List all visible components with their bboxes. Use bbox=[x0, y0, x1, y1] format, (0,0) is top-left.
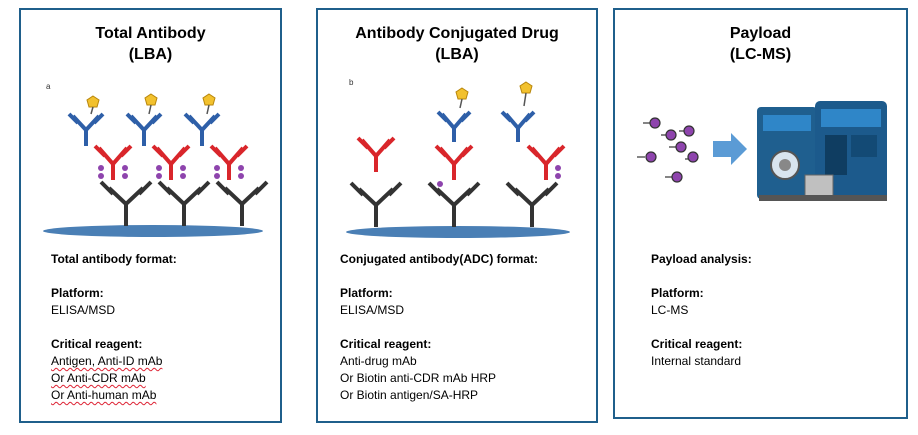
assay-unit-3 bbox=[500, 81, 566, 227]
arrow-icon bbox=[713, 133, 747, 165]
total-antibody-assay-diagram bbox=[43, 93, 269, 237]
platform-value: ELISA/MSD bbox=[51, 303, 116, 317]
total-antibody-panel: Total Antibody (LBA) a bbox=[19, 8, 282, 423]
label-tag bbox=[86, 95, 100, 108]
lcms-instrument-icon bbox=[757, 101, 887, 201]
detection-antibody bbox=[67, 112, 105, 146]
payload-molecules bbox=[637, 117, 699, 183]
adc-assay-diagram bbox=[346, 81, 570, 238]
conjugated-drug-panel: Antibody Conjugated Drug (LBA) b bbox=[316, 8, 598, 423]
title-line-2: (LBA) bbox=[435, 46, 479, 63]
assay-unit-1 bbox=[67, 95, 153, 226]
format-heading: Total antibody format: bbox=[51, 252, 177, 266]
drug-antibody bbox=[356, 136, 396, 172]
reagent-heading: Critical reagent: bbox=[340, 337, 432, 351]
assay-unit-2 bbox=[427, 87, 481, 227]
title-line-2: (LC-MS) bbox=[729, 46, 792, 63]
reagent-item: Anti-drug mAb bbox=[340, 354, 417, 368]
format-heading: Payload analysis: bbox=[651, 252, 752, 266]
reagent-item: Or Anti-human mAb bbox=[51, 388, 157, 402]
platform-heading: Platform: bbox=[651, 286, 704, 300]
reagent-item: Or Biotin antigen/SA-HRP bbox=[340, 388, 479, 402]
figure-label: b bbox=[349, 78, 354, 87]
assay-unit-2 bbox=[125, 93, 211, 226]
plate-surface bbox=[346, 226, 570, 238]
platform-value: ELISA/MSD bbox=[340, 303, 405, 317]
figure-label: a bbox=[46, 82, 51, 91]
title-line-1: Antibody Conjugated Drug bbox=[355, 25, 559, 42]
format-heading: Conjugated antibody(ADC) format: bbox=[340, 252, 538, 266]
reagent-heading: Critical reagent: bbox=[51, 337, 143, 351]
assay-unit-1 bbox=[349, 136, 403, 227]
title-line-2: (LBA) bbox=[128, 46, 173, 63]
title-line-1: Payload bbox=[729, 25, 792, 42]
payload-panel: Payload (LC-MS) Paylo bbox=[613, 8, 908, 419]
payload-dots bbox=[98, 165, 128, 179]
plate-surface bbox=[43, 225, 263, 237]
capture-antibody bbox=[99, 180, 153, 226]
panel-title: Payload (LC-MS) bbox=[615, 23, 906, 65]
reagent-heading: Critical reagent: bbox=[651, 337, 743, 351]
panel-info: Conjugated antibody(ADC) format: Platfor… bbox=[340, 251, 538, 404]
platform-heading: Platform: bbox=[51, 286, 104, 300]
assay-unit-3 bbox=[183, 93, 269, 226]
drug-antibody bbox=[93, 144, 133, 180]
panel-info: Payload analysis: Platform: LC-MS Critic… bbox=[651, 251, 752, 370]
reagent-item: Internal standard bbox=[651, 354, 742, 368]
reagent-item: Or Biotin anti-CDR mAb HRP bbox=[340, 371, 497, 385]
platform-value: LC-MS bbox=[651, 303, 689, 317]
title-line-1: Total Antibody bbox=[95, 25, 206, 42]
panel-info: Total antibody format: Platform: ELISA/M… bbox=[51, 251, 177, 404]
panel-title: Total Antibody (LBA) bbox=[21, 23, 280, 65]
capture-antibody bbox=[349, 181, 403, 227]
reagent-item: Antigen, Anti-ID mAb bbox=[51, 354, 163, 368]
payload-lcms-diagram bbox=[637, 101, 887, 201]
panel-title: Antibody Conjugated Drug (LBA) bbox=[318, 23, 596, 65]
reagent-item: Or Anti-CDR mAb bbox=[51, 371, 146, 385]
platform-heading: Platform: bbox=[340, 286, 393, 300]
